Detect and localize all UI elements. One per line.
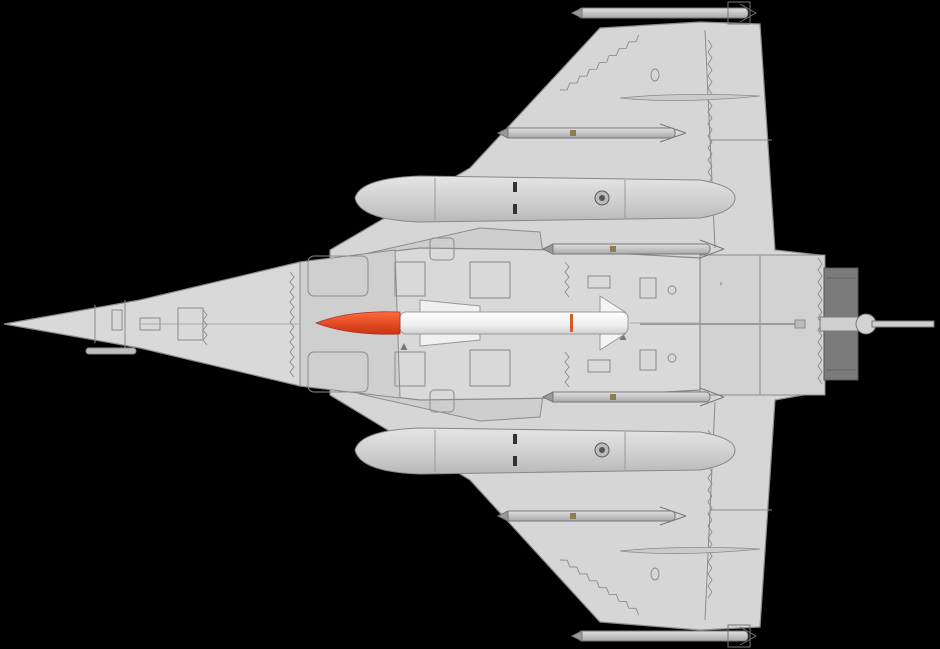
svg-text:▲: ▲ [398,339,410,353]
tail-probe [871,320,935,328]
svg-text:▲: ▲ [617,329,629,343]
pitot-probe [85,347,137,355]
outer-missile-lower [496,506,687,526]
fuel-tank-upper [354,175,736,223]
wingtip-missile-lower [570,624,757,648]
wingtip-missile-upper [570,1,757,25]
inner-missile-lower [541,387,725,407]
svg-text:′: ′ [720,281,722,293]
outer-missile-upper [496,123,687,143]
center-missile [314,295,700,351]
fuel-tank-lower [354,427,736,475]
inner-missile-upper [541,239,725,259]
missile-nose [314,311,401,335]
